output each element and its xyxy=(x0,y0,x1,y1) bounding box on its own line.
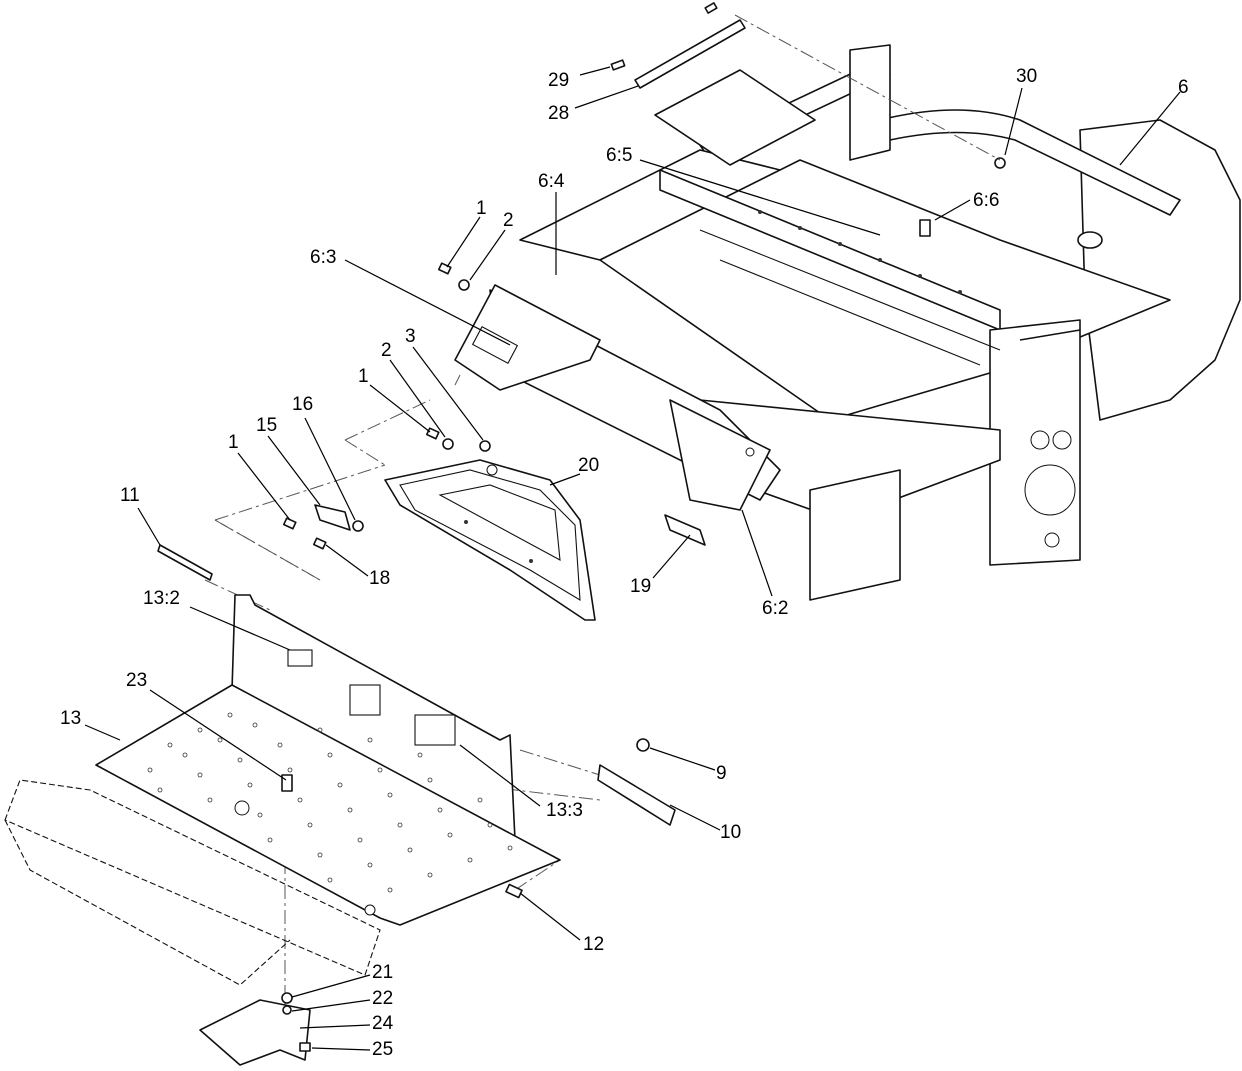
rear-bar-hardware xyxy=(610,2,746,89)
callout-20: 20 xyxy=(578,455,599,476)
callout-2-mid: 2 xyxy=(381,340,392,361)
callout-9: 9 xyxy=(716,763,727,784)
callout-30: 30 xyxy=(1016,66,1037,87)
callout-21: 21 xyxy=(372,962,393,983)
bottom-bracket xyxy=(199,774,311,1066)
callout-29: 29 xyxy=(548,70,569,91)
callout-6: 6 xyxy=(1178,77,1189,98)
lower-shield xyxy=(4,779,381,986)
callout-1-lower: 1 xyxy=(228,432,239,453)
leader-lines xyxy=(84,66,1181,1051)
side-panel-assembly xyxy=(384,459,596,621)
hardware-group xyxy=(157,262,676,899)
callout-23: 23 xyxy=(126,670,147,691)
callout-18: 18 xyxy=(369,568,390,589)
callout-6-2: 6:2 xyxy=(762,598,788,619)
callout-10: 10 xyxy=(720,822,741,843)
main-frame xyxy=(454,44,1241,601)
callout-22: 22 xyxy=(372,988,393,1009)
callout-19: 19 xyxy=(630,576,651,597)
callout-13-3: 13:3 xyxy=(546,800,583,821)
callout-6-4: 6:4 xyxy=(538,171,565,192)
callout-1-upper: 1 xyxy=(476,198,487,219)
callout-11: 11 xyxy=(120,485,140,506)
callout-28: 28 xyxy=(548,103,569,124)
callout-6-5: 6:5 xyxy=(606,145,632,166)
callout-13-2: 13:2 xyxy=(143,588,180,609)
foot-plate xyxy=(95,594,561,926)
callout-6-3: 6:3 xyxy=(310,247,336,268)
callout-16: 16 xyxy=(292,394,313,415)
callout-15: 15 xyxy=(256,415,277,436)
callout-3: 3 xyxy=(405,326,416,347)
callout-13: 13 xyxy=(60,708,81,729)
callout-24: 24 xyxy=(372,1013,394,1034)
callout-6-6: 6:6 xyxy=(973,190,999,211)
callout-25: 25 xyxy=(372,1039,393,1060)
callout-12: 12 xyxy=(583,934,604,955)
callout-labels: 29 28 30 6 6:5 6:4 6:6 1 2 6:3 3 2 1 16 … xyxy=(60,66,1189,1060)
callout-1-mid: 1 xyxy=(358,366,369,387)
callout-2-upper: 2 xyxy=(503,210,514,231)
